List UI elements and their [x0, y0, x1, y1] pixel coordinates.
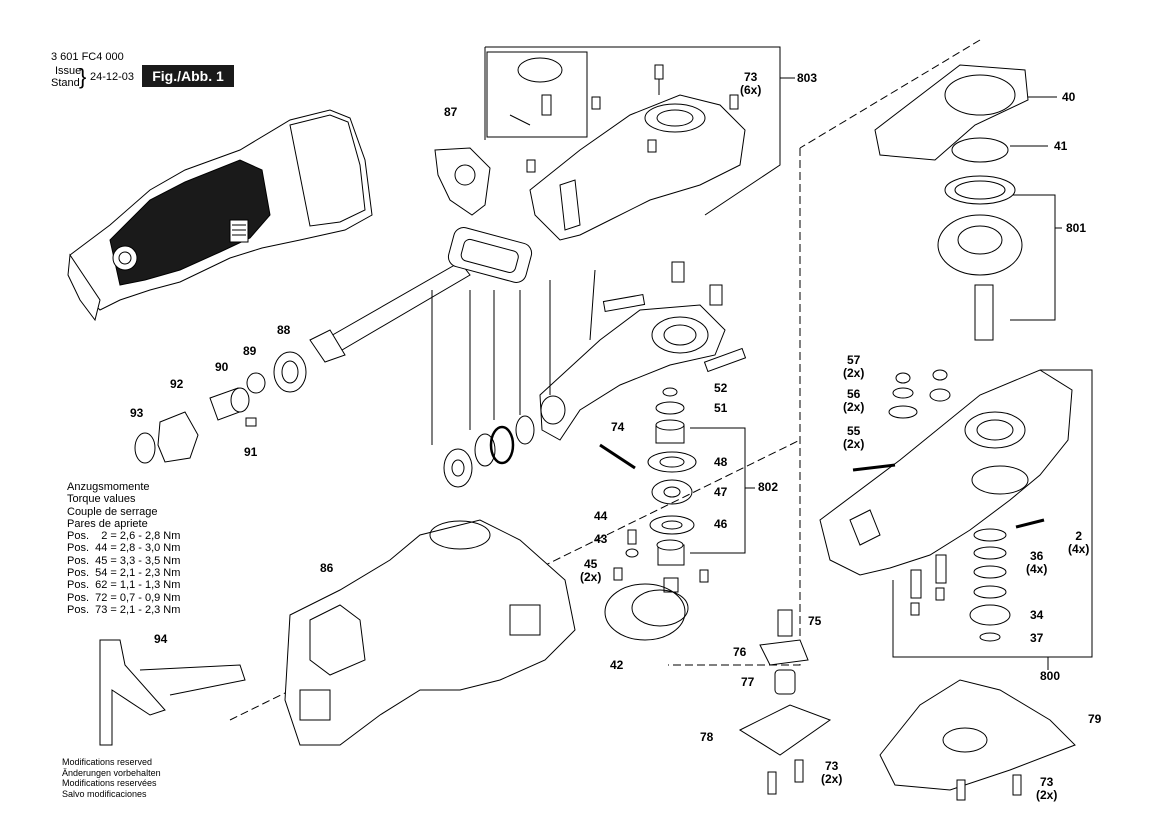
part-label-88: 88	[277, 323, 291, 337]
issue-label: Issue	[55, 65, 82, 77]
saw-tool-illustration	[67, 109, 373, 322]
part-label-34: 34	[1030, 608, 1044, 622]
part-number: 55	[846, 424, 861, 438]
torque-row: Pos. 62 = 1,1 - 1,3 Nm	[67, 579, 181, 592]
torque-title-de: Anzugsmomente	[67, 481, 150, 493]
part-label-90: 90	[215, 360, 229, 374]
part-label-77: 77	[741, 675, 755, 689]
part-label-800: 800	[1040, 669, 1061, 683]
torque-row: Pos. 44 = 2,8 - 3,0 Nm	[67, 542, 181, 555]
part-qty: (4x)	[1068, 542, 1090, 556]
part-label-37: 37	[1030, 631, 1044, 645]
part-label-44: 44	[594, 509, 608, 523]
part-label-56: 56 (2x)	[843, 388, 864, 414]
mod-line: Salvo modificaciones	[62, 788, 147, 799]
stand-label: Stand	[51, 77, 80, 89]
part-label-43: 43	[594, 532, 608, 546]
part-label-78: 78	[700, 730, 714, 744]
part-label-76: 76	[733, 645, 747, 659]
torque-title-fr: Couple de serrage	[67, 505, 158, 518]
part-qty: (6x)	[740, 83, 762, 97]
modifications-notice: Modifications reserved Änderungen vorbeh…	[62, 757, 161, 799]
torque-row: Pos. 45 = 3,3 - 3,5 Nm	[67, 554, 181, 567]
mod-line: Änderungen vorbehalten	[62, 767, 161, 778]
part-label-52: 52	[714, 381, 728, 395]
part-label-46: 46	[714, 517, 728, 531]
part-qty: (2x)	[843, 366, 865, 380]
part-label-57: 57 (2x)	[843, 354, 864, 380]
part-number: 56	[846, 387, 861, 401]
part-label-801: 801	[1066, 221, 1087, 235]
part-label-86: 86	[320, 561, 334, 575]
part-qty: (2x)	[843, 437, 865, 451]
mod-line: Modifications reserved	[62, 757, 153, 767]
part-qty: (2x)	[1036, 788, 1058, 802]
bearing-stack	[134, 351, 307, 464]
part-label-2: 2 (4x)	[1068, 530, 1089, 556]
part-number: 73	[743, 70, 758, 84]
part-qty: (2x)	[821, 772, 843, 786]
part-number: 73	[824, 759, 839, 773]
torque-values: Anzugsmomente Torque values Couple de se…	[67, 481, 180, 616]
right-gear-housing	[819, 369, 1073, 576]
part-number: 57	[846, 353, 861, 367]
housing-shell-86	[284, 519, 576, 746]
part-label-73-mid: 73 (2x)	[821, 760, 842, 786]
lower-gear-housing	[539, 261, 747, 470]
part-label-802: 802	[758, 480, 779, 494]
part-label-75: 75	[808, 614, 822, 628]
part-label-94: 94	[154, 632, 168, 646]
gear-housing-cover	[509, 57, 746, 241]
part-label-45: 45 (2x)	[580, 558, 601, 584]
part-number: 36	[1029, 549, 1044, 563]
part-number: 73	[1039, 775, 1054, 789]
part-label-47: 47	[714, 485, 728, 499]
part-label-48: 48	[714, 455, 728, 469]
part-label-803: 803	[797, 71, 818, 85]
part-label-40: 40	[1062, 90, 1076, 104]
issue-brace: }	[79, 64, 87, 89]
torque-row: Pos. 73 = 2,1 - 2,3 Nm	[67, 603, 181, 616]
torque-title-en: Torque values	[67, 493, 136, 506]
part-label-79: 79	[1088, 712, 1102, 726]
base-plate-42	[604, 529, 709, 641]
part-label-87: 87	[444, 105, 458, 119]
figure-label: Fig./Abb. 1	[142, 65, 234, 87]
part-label-73-right: 73 (2x)	[1036, 776, 1057, 802]
part-qty: (4x)	[1026, 562, 1048, 576]
part-label-42: 42	[610, 658, 624, 672]
torque-row: Pos. 2 = 2,6 - 2,8 Nm	[67, 530, 181, 543]
part-qty: (2x)	[843, 400, 865, 414]
part-label-89: 89	[243, 344, 257, 358]
torque-row: Pos. 72 = 0,7 - 0,9 Nm	[67, 591, 181, 604]
reciprocating-ram	[309, 227, 533, 363]
part-label-93: 93	[130, 406, 144, 420]
part-label-36: 36 (4x)	[1026, 550, 1047, 576]
part-label-74: 74	[611, 420, 625, 434]
part-number: 45	[583, 557, 598, 571]
part-label-55: 55 (2x)	[843, 425, 864, 451]
part-number: 2	[1075, 529, 1083, 543]
part-label-41: 41	[1054, 139, 1068, 153]
mod-line: Modifications reservées	[62, 778, 157, 788]
issue-date: 24-12-03	[90, 71, 135, 83]
part-label-91: 91	[244, 445, 258, 459]
part-number: 3 601 FC4 000	[51, 51, 124, 63]
torque-row: Pos. 54 = 2,1 - 2,3 Nm	[67, 567, 181, 580]
part-label-73-top: 73 (6x)	[740, 71, 761, 97]
part-label-51: 51	[714, 401, 728, 415]
part-label-92: 92	[170, 377, 184, 391]
torque-title-es: Pares de apriete	[67, 517, 148, 530]
part-qty: (2x)	[580, 570, 602, 584]
